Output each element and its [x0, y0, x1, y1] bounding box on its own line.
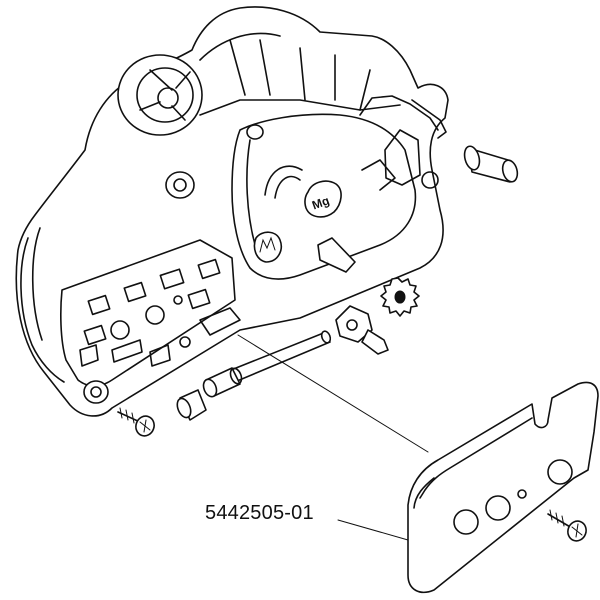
tensioner-nut: [335, 305, 389, 355]
assembly-leader-lines: [237, 334, 429, 541]
tensioner-gear: [380, 277, 420, 317]
screw-left: [117, 407, 155, 437]
svg-text:Mg: Mg: [310, 193, 331, 212]
guide-pin: [463, 145, 519, 183]
part-number-label: 5442505-01: [205, 502, 314, 524]
mounting-bolt: [176, 389, 207, 421]
tensioner-shaft: [202, 330, 332, 398]
clutch-cover-housing: Mg: [15, 6, 449, 417]
screw-right: [547, 509, 587, 542]
cover-plate: [407, 381, 599, 594]
